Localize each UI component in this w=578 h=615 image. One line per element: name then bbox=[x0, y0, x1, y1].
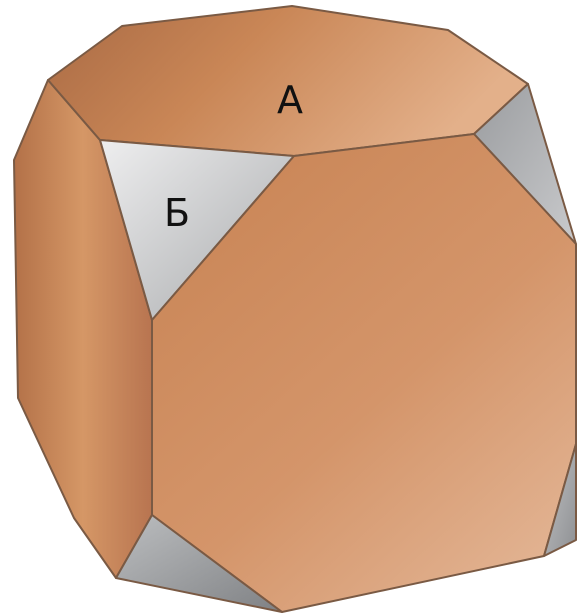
triangle-face-bottom-right bbox=[543, 443, 577, 557]
label-a: А bbox=[277, 78, 303, 122]
label-b: Б bbox=[164, 191, 190, 235]
triangle-face-bottom-left bbox=[115, 514, 283, 613]
